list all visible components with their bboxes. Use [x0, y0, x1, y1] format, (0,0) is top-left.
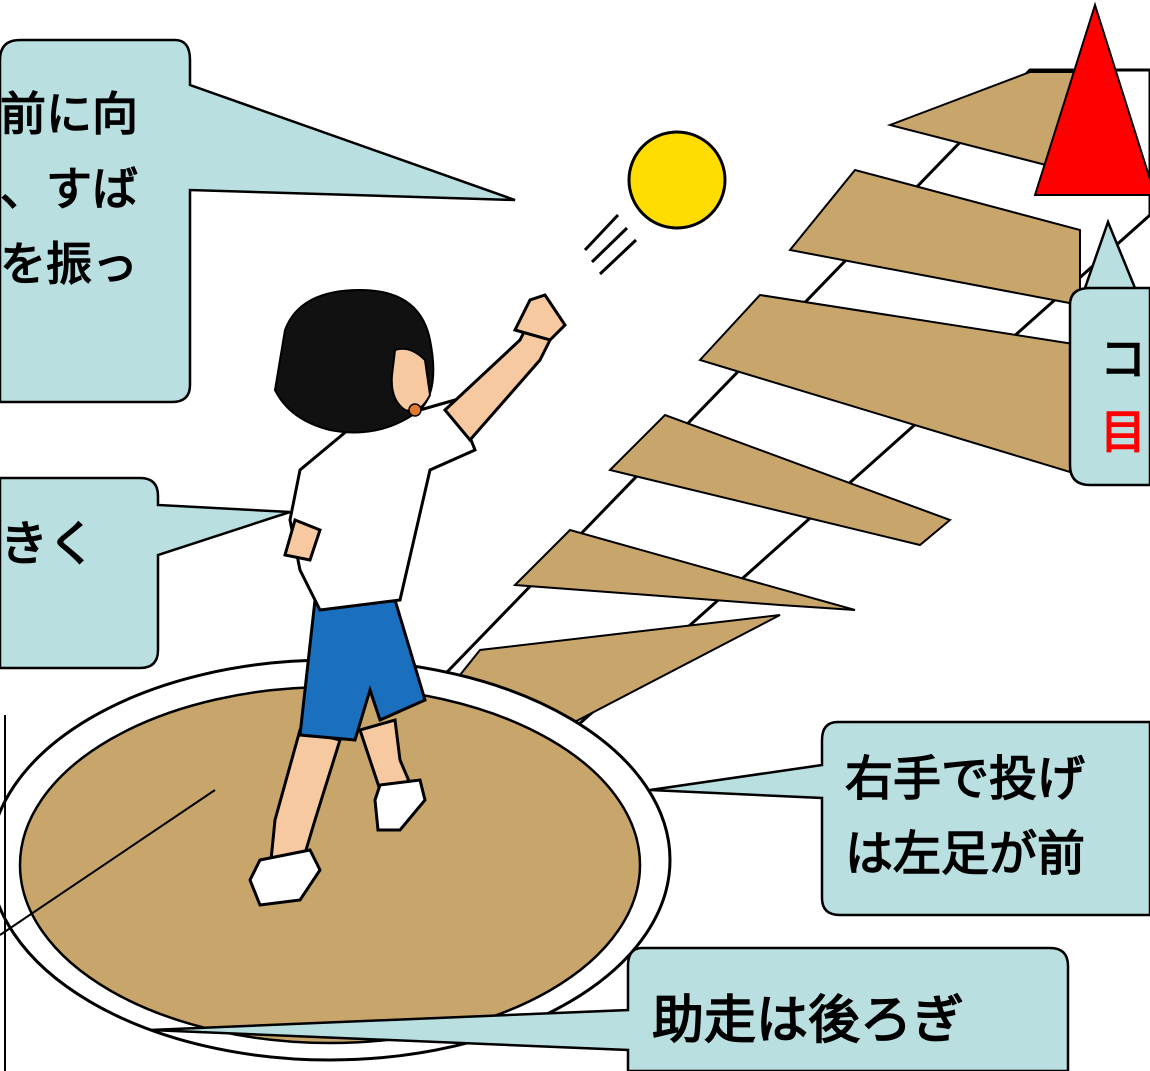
callout-top-left: 前に向 、すば を振っ [0, 38, 516, 404]
callout-top-left-line-3: を振っ [0, 237, 138, 291]
callout-top-right-line-1: コ [1100, 332, 1146, 386]
child-thrower-figure [248, 288, 567, 907]
left-pointer-line [0, 715, 216, 1071]
callout-mid-left: きく [0, 476, 291, 670]
callout-mid-left-line-1: きく [0, 516, 96, 572]
lane-sector-4 [608, 413, 952, 547]
callout-top-left-line-1: 前に向 [0, 87, 138, 141]
callout-top-right: コ 目 [1068, 218, 1150, 487]
callout-mid-right: 右手で投げ は左足が前 [649, 720, 1150, 917]
lane-sector-5 [512, 528, 856, 611]
throwing-circle [0, 658, 672, 1062]
cone-marker-icon [1033, 1, 1150, 196]
lane-sector-2 [788, 168, 1081, 307]
callout-mid-right-line-1: 右手で投げ [845, 751, 1085, 807]
callout-top-right-line-2: 目 [1100, 405, 1146, 459]
callout-mid-right-line-2: は左足が前 [845, 826, 1085, 882]
callout-top-left-line-2: 、すば [0, 162, 138, 216]
callout-bottom-right-line-1: 助走は後ろぎ [652, 991, 964, 1051]
ball-icon [583, 130, 727, 276]
throwing-lane [417, 68, 1150, 752]
callout-bottom-right: 助走は後ろぎ [149, 946, 1070, 1071]
